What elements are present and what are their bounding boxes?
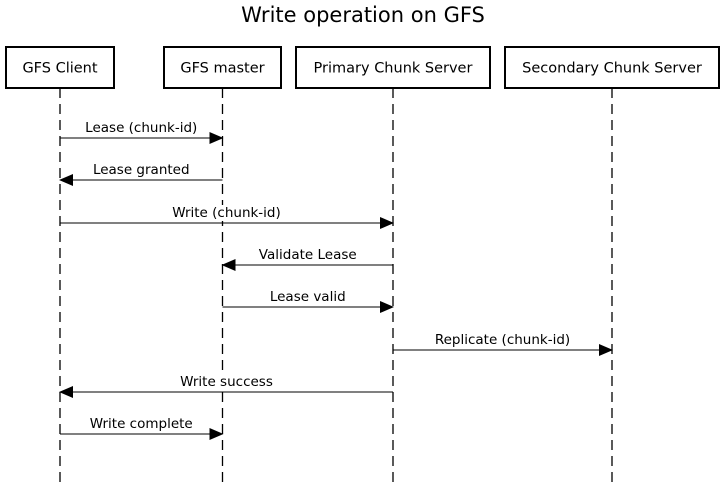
participant-label-primary: Primary Chunk Server [314, 61, 473, 77]
lifelines-group [59, 88, 613, 484]
message-label-bg-3 [257, 247, 358, 263]
message-label-7: Write complete [90, 416, 193, 432]
message-label-6: Write success [180, 374, 273, 390]
diagram-title: Write operation on GFS [241, 3, 485, 27]
participant-box-master [163, 46, 282, 89]
message-label-bg-2 [171, 205, 282, 221]
message-label-2: Write (chunk-id) [172, 205, 281, 221]
participant-label-master: GFS master [180, 61, 264, 77]
participant-box-primary [295, 46, 491, 89]
message-label-bg-4 [268, 289, 347, 305]
participant-box-secondary [504, 46, 720, 89]
participant-label-client: GFS Client [22, 61, 97, 77]
participant-box-client [5, 46, 115, 89]
message-label-3: Validate Lease [259, 247, 357, 263]
participant-label-secondary: Secondary Chunk Server [522, 61, 702, 77]
message-label-bg-7 [88, 416, 194, 432]
message-label-0: Lease (chunk-id) [85, 120, 197, 136]
message-label-4: Lease valid [270, 289, 346, 305]
message-label-bg-6 [179, 374, 274, 390]
message-label-5: Replicate (chunk-id) [435, 332, 570, 348]
message-label-bg-0 [84, 120, 199, 136]
message-label-1: Lease granted [93, 162, 190, 178]
message-label-bg-5 [433, 332, 572, 348]
participants-group: GFS Client GFS master Primary Chunk Server… [5, 46, 720, 89]
message-label-bg-1 [91, 162, 191, 178]
